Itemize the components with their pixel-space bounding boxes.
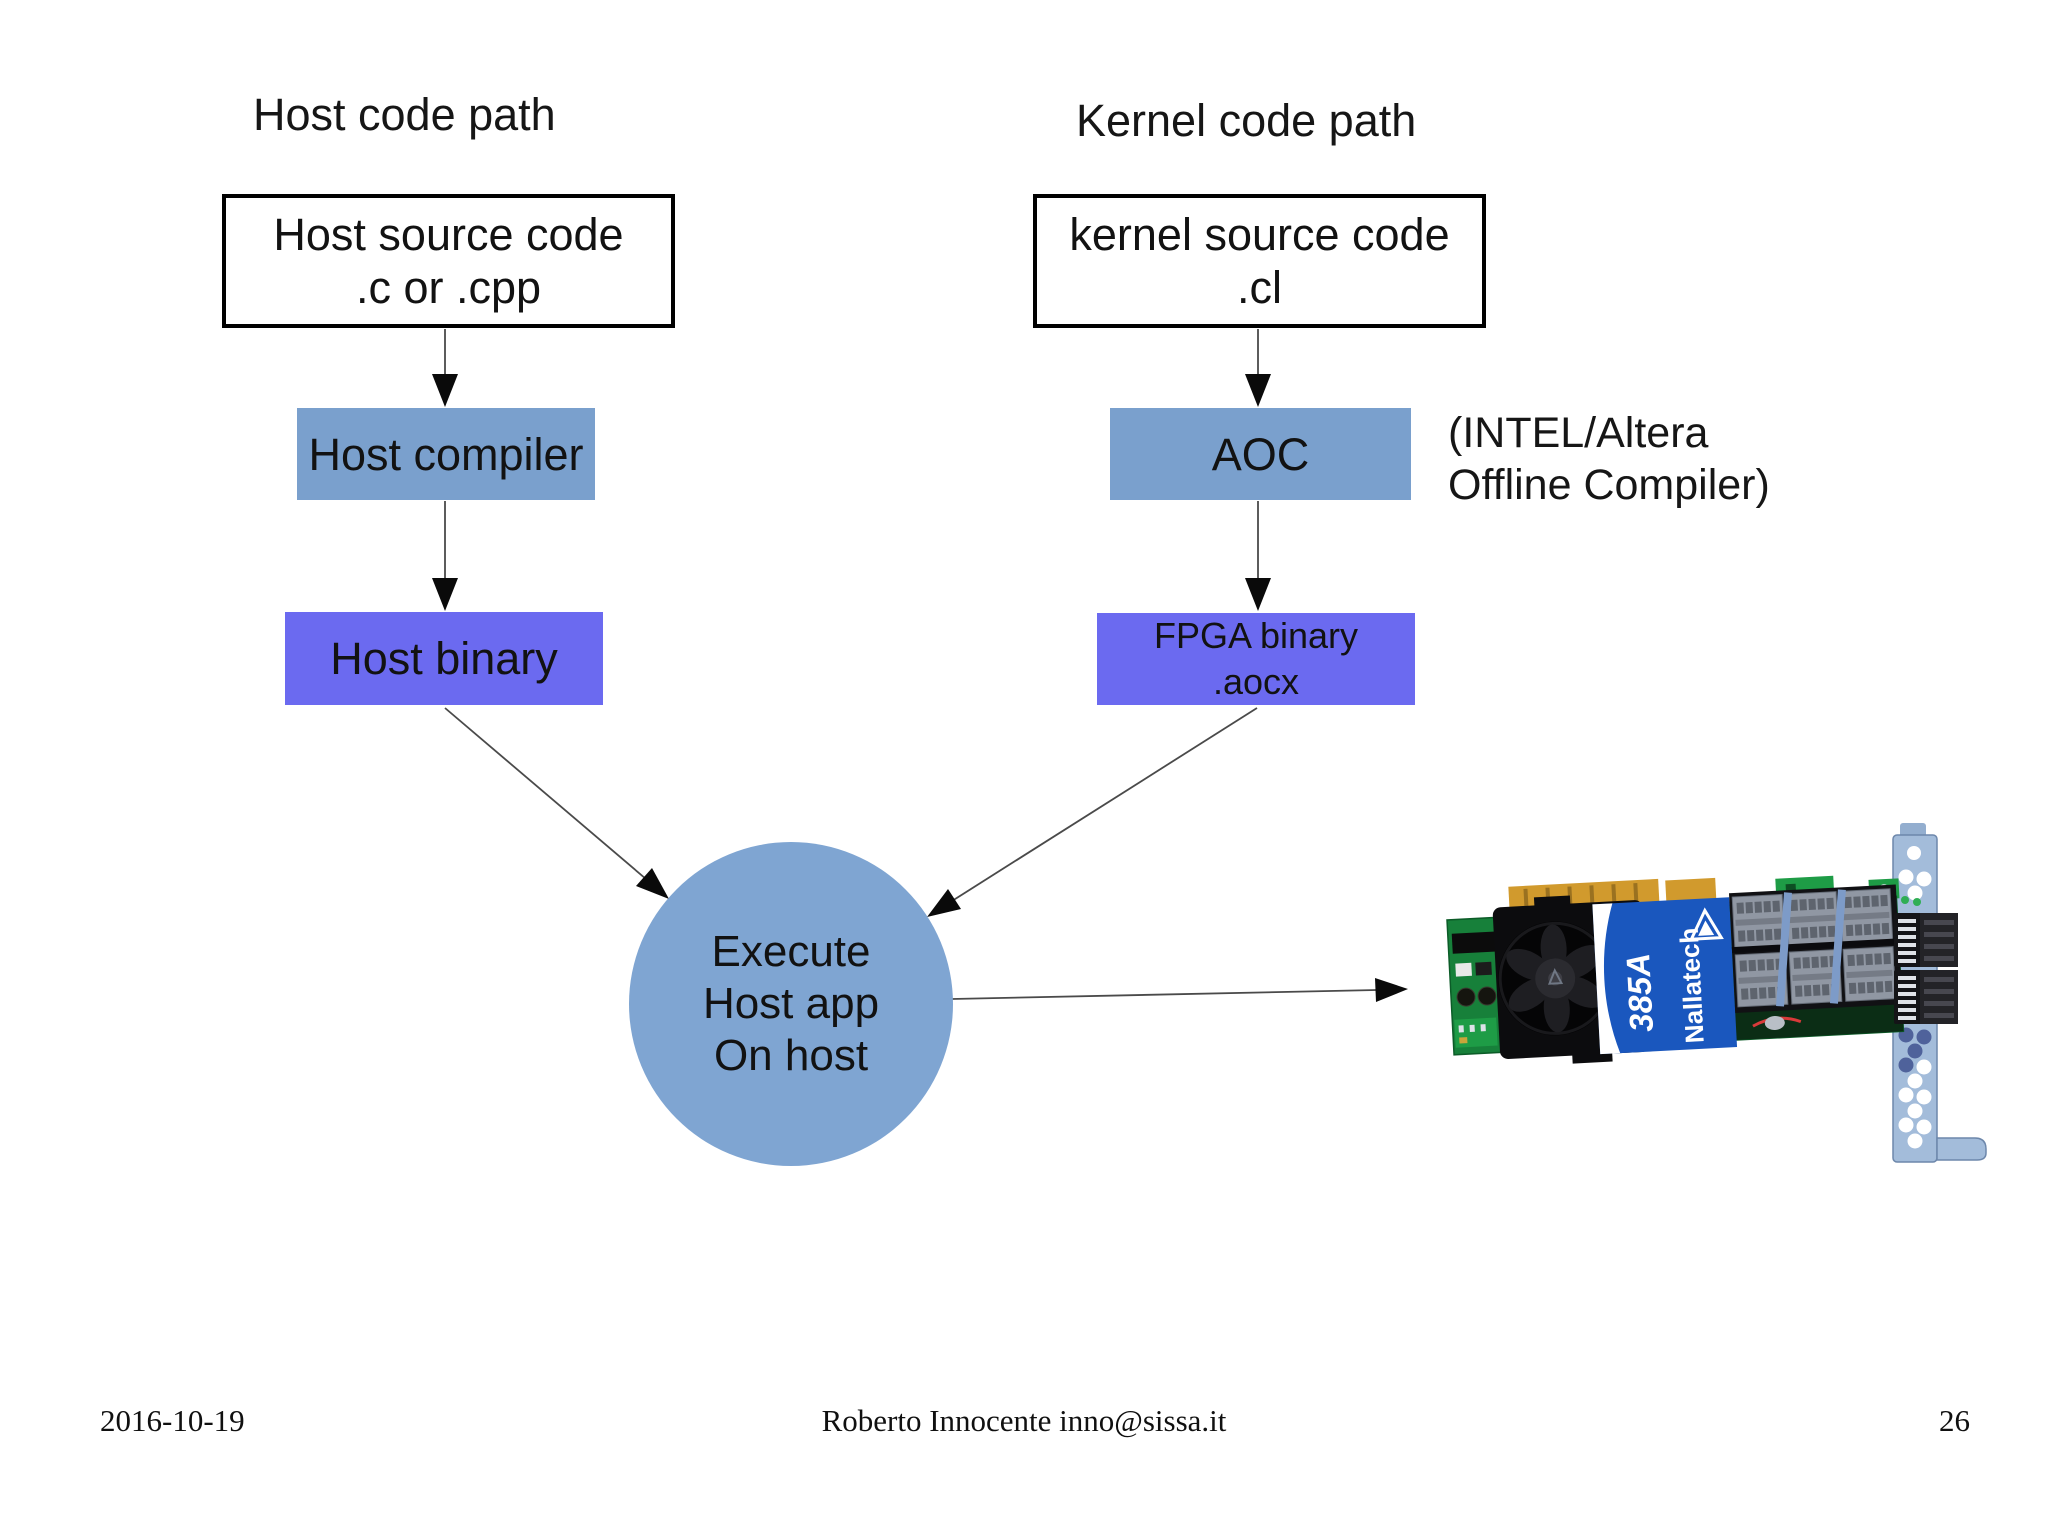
fpga-card-illustration: Nallatech 385A	[1446, 823, 1987, 1163]
aoc-note-line1: (INTEL/Altera	[1448, 409, 1709, 457]
kernel-source-box: kernel source code .cl	[1033, 194, 1486, 328]
qsfp-port	[1894, 970, 1958, 1024]
host-source-line1: Host source code	[273, 209, 624, 260]
kernel-source-line1: kernel source code	[1069, 209, 1450, 260]
status-led	[1913, 898, 1921, 906]
host-compiler-label: Host compiler	[308, 428, 584, 480]
arrow-kernel-source-to-aoc	[1245, 329, 1271, 407]
footer-page-number: 26	[1939, 1403, 1970, 1438]
card-body: Nallatech 385A	[1446, 875, 1905, 1064]
execute-line1: Execute	[711, 927, 871, 976]
fpga-binary-line1: FPGA binary	[1153, 615, 1359, 656]
host-path-title: Host code path	[253, 89, 556, 140]
kernel-source-line2: .cl	[1237, 262, 1282, 313]
nallatech-logo-icon	[1698, 920, 1715, 936]
slide-footer: 2016-10-19 Roberto Innocente inno@sissa.…	[0, 1403, 2048, 1453]
host-source-line2: .c or .cpp	[355, 262, 542, 313]
aoc-box: AOC	[1110, 408, 1411, 500]
execute-circle: Execute Host app On host	[629, 842, 953, 1166]
qsfp-port	[1894, 913, 1958, 967]
host-binary-box: Host binary	[285, 612, 603, 705]
arrow-host-binary-to-execute	[444, 707, 669, 899]
arrow-execute-to-card	[951, 978, 1408, 1002]
footer-date: 2016-10-19	[100, 1403, 245, 1438]
execute-line2: Host app	[702, 979, 880, 1028]
memory-modules	[1728, 884, 1903, 1014]
nallatech-label: Nallatech 385A	[1592, 897, 1738, 1055]
pcb-components	[1451, 931, 1498, 1048]
footer-credit: Roberto Innocente inno@sissa.it	[821, 1403, 1227, 1438]
arrow-host-source-to-compiler	[432, 329, 458, 407]
arrow-host-compiler-to-binary	[432, 501, 458, 611]
card-model-text: 385A	[1619, 952, 1660, 1033]
execute-line3: On host	[713, 1031, 869, 1080]
kernel-path-title: Kernel code path	[1076, 95, 1417, 146]
nallatech-logo-icon	[1688, 907, 1724, 941]
host-source-box: Host source code .c or .cpp	[222, 194, 675, 328]
arrow-fpga-binary-to-execute	[927, 707, 1258, 917]
card-brand-text: Nallatech	[1674, 927, 1710, 1044]
aoc-label: AOC	[1211, 428, 1310, 480]
aoc-note-line2: Offline Compiler)	[1448, 461, 1770, 509]
host-compiler-box: Host compiler	[297, 408, 595, 500]
aoc-note: (INTEL/Altera Offline Compiler)	[1448, 407, 1770, 511]
status-led	[1901, 896, 1909, 904]
bracket-foot	[1936, 1137, 1987, 1161]
fpga-binary-line2: .aocx	[1212, 661, 1300, 702]
host-binary-label: Host binary	[330, 633, 558, 684]
fpga-binary-box: FPGA binary .aocx	[1097, 613, 1415, 705]
arrow-aoc-to-fpga-binary	[1245, 501, 1271, 611]
